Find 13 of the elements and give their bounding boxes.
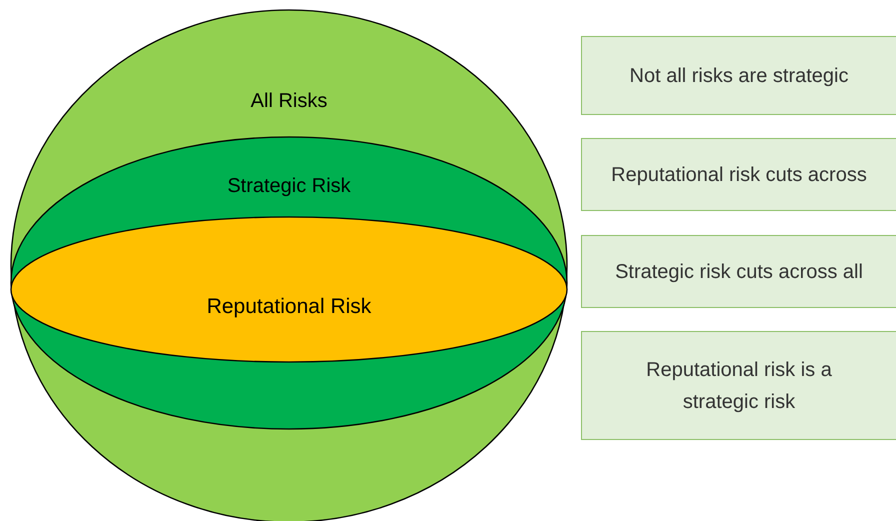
statement-card [581,235,896,308]
region-label: All Risks [250,90,328,113]
statement-card [581,36,896,115]
statement-text: Not all risks are strategic [628,64,850,88]
statement-text: Reputational risk cuts across [610,162,868,188]
statement-text: Strategic risk cuts across all [614,260,864,284]
statement-text: Reputational risk is a strategic risk [645,358,833,414]
core-ellipse [11,217,567,362]
statement-card [581,331,896,440]
region-label: Strategic Risk [226,175,352,198]
band-ellipse [11,137,567,429]
region-label: Reputational Risk [206,295,372,319]
statement-card [581,138,896,211]
